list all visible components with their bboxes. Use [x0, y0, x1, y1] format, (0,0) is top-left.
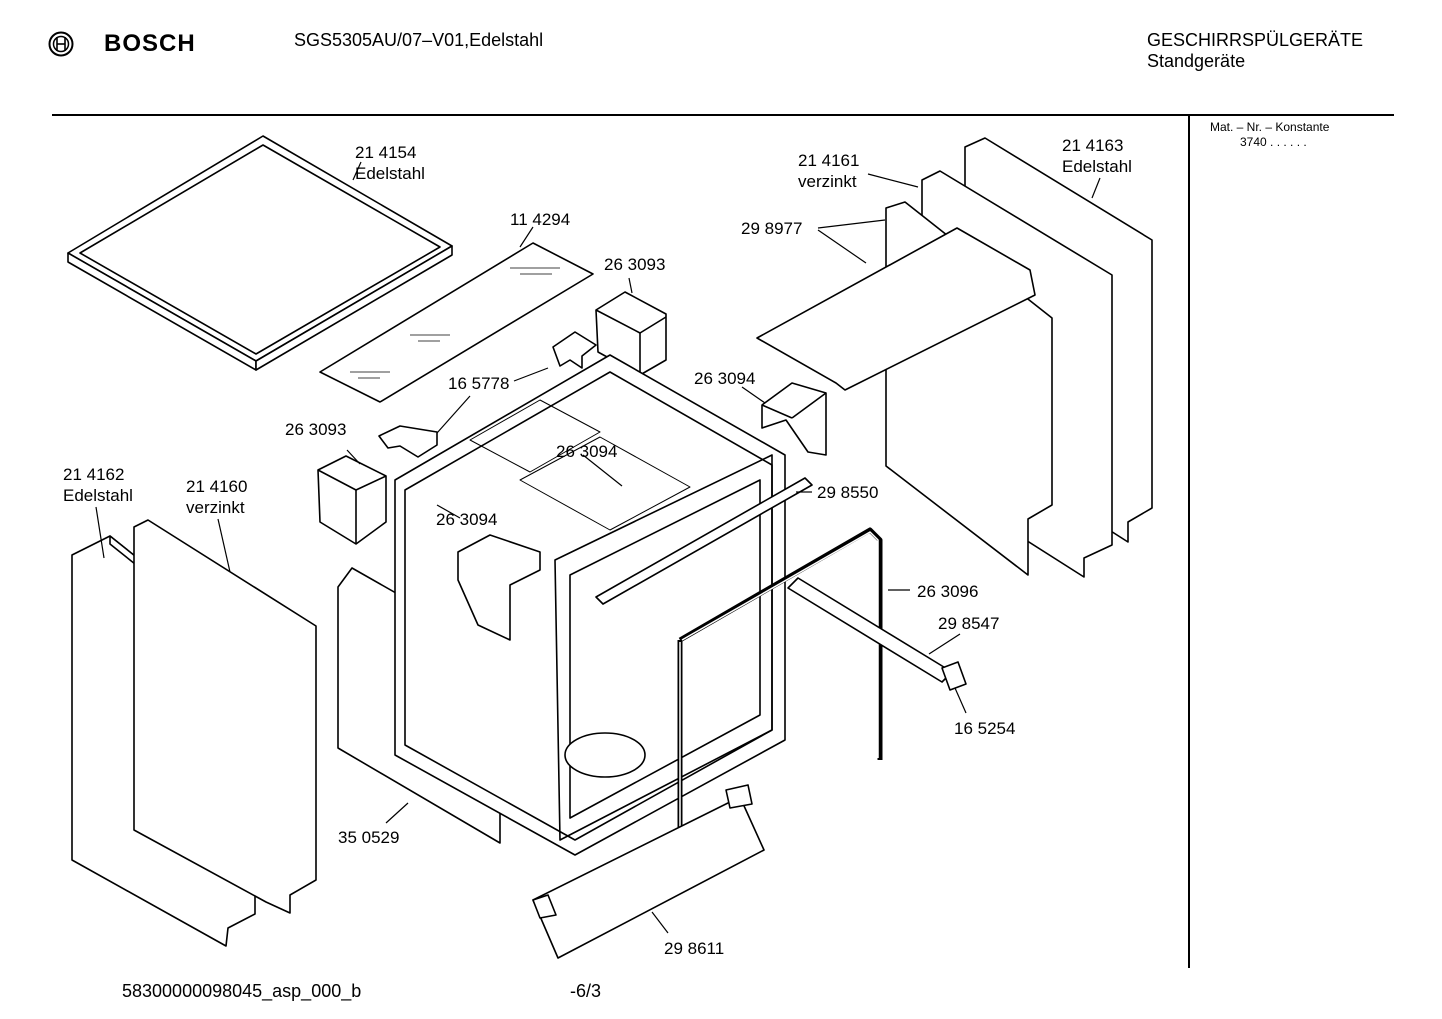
top-cover-panel: [756, 227, 1036, 391]
callout-26-3096: 26 3096: [917, 582, 978, 601]
callout-21-4163-material: Edelstahl: [1062, 157, 1132, 176]
brand-name: BOSCH: [104, 30, 196, 57]
callout-21-4154-material: Edelstahl: [355, 164, 425, 183]
callout-29-8550: 29 8550: [817, 483, 878, 502]
callout-16-5254: 16 5254: [954, 719, 1015, 738]
callout-11-4294: 11 4294: [510, 210, 570, 229]
header-divider: [52, 114, 1394, 116]
callout-21-4163: 21 4163: [1062, 136, 1123, 155]
sidebar-value: 3740 . . . . . .: [1240, 135, 1307, 149]
callout-26-3093-left: 26 3093: [285, 420, 346, 439]
kick-plate-part: [532, 784, 765, 959]
callout-21-4162-material: Edelstahl: [63, 486, 133, 505]
cover-part: [761, 382, 827, 456]
category-title: GESCHIRRSPÜLGERÄTE: [1147, 30, 1364, 50]
leader-lines: [95, 161, 1101, 934]
rail-part: [787, 577, 967, 691]
model-title: SGS5305AU/07–V01,Edelstahl: [294, 30, 544, 50]
sidebar-divider: [1188, 116, 1190, 968]
tub-part: [394, 354, 786, 856]
callout-21-4160: 21 4160: [186, 477, 247, 496]
cover-part: [457, 534, 541, 641]
callout-21-4154: 21 4154: [355, 143, 416, 162]
callout-21-4160-material: verzinkt: [186, 498, 245, 517]
callout-26-3094-center: 26 3094: [436, 510, 497, 529]
insulation-sheet-part: [319, 242, 594, 403]
callout-35-0529: 35 0529: [338, 828, 399, 847]
callout-29-8547: 29 8547: [938, 614, 999, 633]
hinge-block-part: [317, 455, 387, 545]
page-number: -6/3: [570, 981, 602, 1001]
bosch-logo-icon: [48, 31, 74, 57]
callout-21-4161-material: verzinkt: [798, 172, 857, 191]
callout-16-5778: 16 5778: [448, 374, 509, 393]
callout-labels: 21 4154 Edelstahl 11 4294 26 3093 16 577…: [63, 136, 1132, 958]
callout-21-4162: 21 4162: [63, 465, 124, 484]
callout-29-8611: 29 8611: [664, 939, 724, 958]
callout-26-3094-tub: 26 3094: [556, 442, 617, 461]
subcategory-title: Standgeräte: [1147, 51, 1246, 71]
bracket-part: [378, 425, 438, 458]
hinge-block-part: [595, 291, 667, 376]
door-seal-part: [595, 477, 813, 605]
sidebar-label: Mat. – Nr. – Konstante: [1210, 120, 1330, 134]
callout-26-3094-right: 26 3094: [694, 369, 755, 388]
bracket-part: [552, 331, 597, 369]
worktop-part: [67, 135, 453, 371]
callout-29-8977: 29 8977: [741, 219, 802, 238]
callout-21-4161: 21 4161: [798, 151, 859, 170]
document-id: 58300000098045_asp_000_b: [122, 981, 362, 1001]
side-panel-inner-left: [133, 519, 317, 914]
callout-26-3093-top: 26 3093: [604, 255, 665, 274]
